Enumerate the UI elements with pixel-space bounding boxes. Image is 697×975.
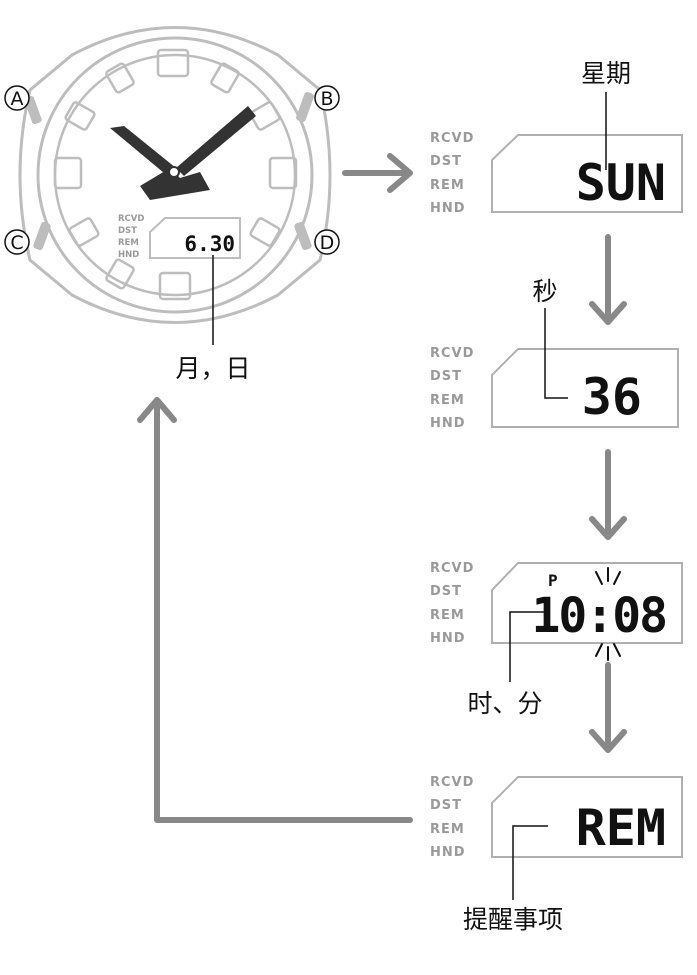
- button-d-label: D: [320, 232, 335, 254]
- button-d[interactable]: D: [314, 229, 340, 255]
- reminder-label-leader: [512, 825, 548, 900]
- watch-indicator-hnd: HND: [118, 250, 139, 260]
- seconds-display: 36: [582, 368, 642, 426]
- indicator-hnd: HND: [430, 201, 466, 216]
- indicator-dst: DST: [430, 369, 462, 384]
- indicator-rcvd: RCVD: [430, 775, 474, 790]
- indicator-rcvd: RCVD: [430, 131, 474, 146]
- time-label: 时、分: [467, 689, 542, 718]
- indicator-hnd: HND: [430, 631, 466, 646]
- seconds-label-leader: [544, 308, 568, 399]
- indicator-rem: REM: [430, 393, 465, 408]
- watch-illustration: A B C D 6.30 RCVD DST REM: [4, 26, 340, 383]
- button-b-label: B: [320, 88, 333, 110]
- reminder-label: 提醒事项: [463, 905, 563, 934]
- watch-indicator-rem: REM: [118, 238, 139, 248]
- seconds-label: 秒: [532, 277, 557, 306]
- indicator-rcvd: RCVD: [430, 346, 474, 361]
- arrow-reminder-to-watch: [137, 397, 413, 823]
- time-label-leader: [509, 611, 548, 682]
- indicator-hnd: HND: [430, 416, 466, 431]
- screen-seconds: RCVD DST REM HND 36 秒: [430, 277, 679, 431]
- indicator-dst: DST: [430, 584, 462, 599]
- pm-indicator: P: [548, 571, 558, 590]
- indicator-rem: REM: [430, 608, 465, 623]
- hand-tail: [140, 168, 210, 200]
- time-display: 10:08: [532, 588, 667, 644]
- button-c[interactable]: C: [4, 229, 30, 255]
- screen-reminder: RCVD DST REM HND REM 提醒事项: [430, 775, 683, 934]
- watch-indicators: RCVD DST REM HND: [118, 214, 144, 260]
- button-c-label: C: [10, 232, 23, 254]
- arrow-day-to-seconds: [589, 234, 627, 325]
- watch-bezel: [36, 36, 314, 314]
- watch-digital-window: 6.30: [149, 217, 241, 259]
- indicator-dst: DST: [430, 154, 462, 169]
- button-a[interactable]: A: [4, 85, 30, 111]
- reminder-display: REM: [576, 799, 666, 857]
- watch-hands: [110, 106, 256, 200]
- minute-hand: [176, 106, 256, 176]
- screen-time: RCVD DST REM HND P 10:08 时、分: [430, 561, 683, 718]
- indicator-rcvd: RCVD: [430, 561, 474, 576]
- indicator-rem: REM: [430, 822, 465, 837]
- indicator-rem: REM: [430, 178, 465, 193]
- hour-markers: [53, 48, 298, 301]
- screen-day-of-week: RCVD DST REM HND SUN 星期: [430, 59, 683, 216]
- flow-arrows: [137, 153, 627, 823]
- indicator-hnd: HND: [430, 845, 466, 860]
- watch-case: [18, 26, 332, 324]
- button-b[interactable]: B: [314, 85, 340, 111]
- day-display: SUN: [576, 154, 666, 212]
- indicator-dst: DST: [430, 798, 462, 813]
- watch-date-display: 6.30: [184, 232, 235, 256]
- hour-hand: [110, 126, 176, 178]
- arrow-seconds-to-time: [589, 449, 627, 540]
- watch-indicator-rcvd: RCVD: [118, 214, 144, 224]
- button-a-label: A: [11, 88, 24, 110]
- arrow-watch-to-day: [342, 153, 413, 193]
- watch-indicator-dst: DST: [118, 226, 137, 236]
- blink-icon: [595, 567, 621, 661]
- watch-date-label: 月，日: [175, 354, 250, 383]
- day-label: 星期: [581, 59, 631, 88]
- arrow-time-to-reminder: [589, 662, 627, 753]
